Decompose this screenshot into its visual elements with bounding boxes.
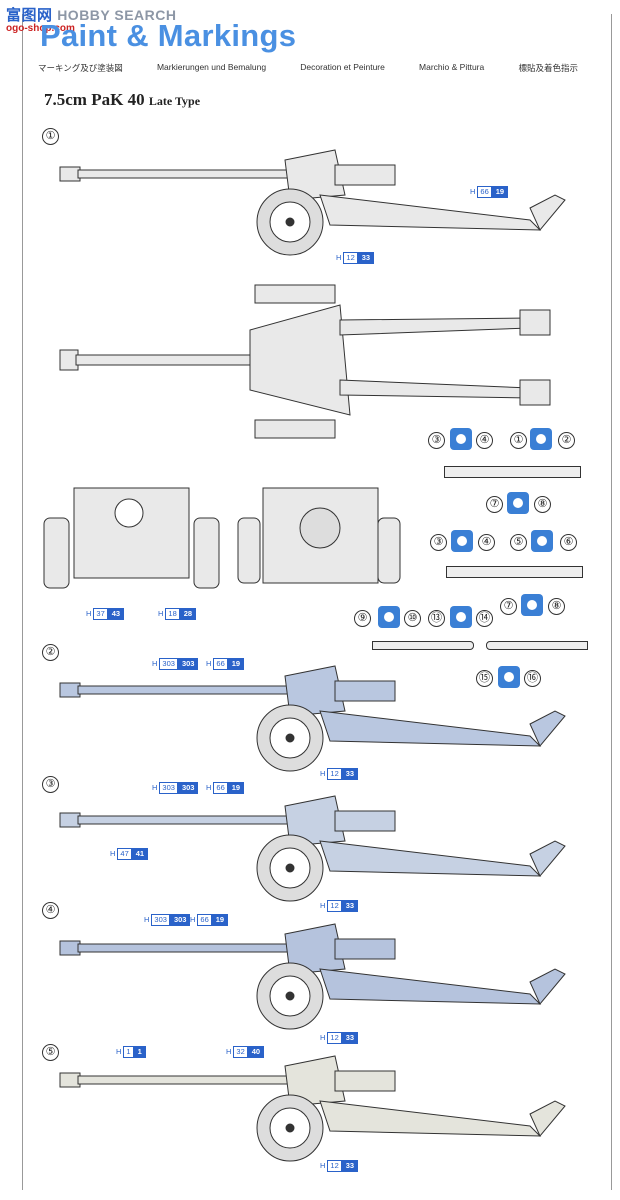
scheme-5-number: ⑤ xyxy=(42,1044,59,1061)
language-row: マーキング及び塗装図 Markierungen und Bemalung Dec… xyxy=(38,62,578,74)
decal-icon xyxy=(521,594,543,616)
decal-number: ⑤ xyxy=(510,534,527,551)
decal-icon xyxy=(530,428,552,450)
watermark-text-a: 富图网 xyxy=(6,7,53,24)
shell-2 xyxy=(486,641,588,650)
gun-silhouette xyxy=(59,923,566,1030)
decal-icon xyxy=(450,428,472,450)
ammo-box-1 xyxy=(444,466,581,478)
gun-silhouette xyxy=(59,665,566,772)
decal-number: ① xyxy=(510,432,527,449)
watermark-site: ogo-shop.com xyxy=(6,23,75,34)
page-title: Paint & Markings xyxy=(40,18,297,53)
decal-icon xyxy=(450,606,472,628)
decal-number: ⑩ xyxy=(404,610,421,627)
decal-number: ④ xyxy=(478,534,495,551)
scheme-3-number: ③ xyxy=(42,776,59,793)
gun-silhouette xyxy=(237,487,401,584)
gun-side-view-2 xyxy=(59,665,566,772)
decal-number: ⑥ xyxy=(560,534,577,551)
decal-number: ⑧ xyxy=(534,496,551,513)
decal-number: ⑧ xyxy=(548,598,565,615)
page-frame xyxy=(22,14,612,1190)
gun-rear-view xyxy=(237,487,401,584)
decal-number: ② xyxy=(558,432,575,449)
gun-silhouette xyxy=(59,149,566,256)
decal-icon xyxy=(451,530,473,552)
decal-number: ⑭ xyxy=(476,610,493,627)
ammo-box-2 xyxy=(446,566,583,578)
model-variant: Late Type xyxy=(148,94,201,108)
lang-de: Markierungen und Bemalung xyxy=(156,62,267,72)
model-subtitle: 7.5cm PaK 40 Late Type xyxy=(44,90,200,110)
gun-side-view-1 xyxy=(59,149,566,256)
decal-icon xyxy=(378,606,400,628)
decal-number: ③ xyxy=(430,534,447,551)
shell-1 xyxy=(372,641,474,650)
decal-number: ⑨ xyxy=(354,610,371,627)
decal-number: ④ xyxy=(476,432,493,449)
decal-number: ⑮ xyxy=(476,670,493,687)
scheme-2-number: ② xyxy=(42,644,59,661)
gun-side-view-4 xyxy=(59,923,566,1030)
decal-icon xyxy=(498,666,520,688)
gun-top-view xyxy=(59,284,551,439)
decal-number: ③ xyxy=(428,432,445,449)
lang-zh: 標貼及着色指示 xyxy=(518,63,578,73)
decal-number: ⑦ xyxy=(500,598,517,615)
gun-silhouette xyxy=(59,1055,566,1162)
watermark-text-b: HOBBY SEARCH xyxy=(57,7,177,23)
decal-number: ⑬ xyxy=(428,610,445,627)
model-name: 7.5cm PaK 40 xyxy=(44,90,145,109)
lang-ja: マーキング及び塗装図 xyxy=(38,63,123,73)
decal-icon xyxy=(531,530,553,552)
gun-silhouette xyxy=(59,795,566,902)
gun-silhouette xyxy=(59,284,551,439)
decal-number: ⑦ xyxy=(486,496,503,513)
decal-icon xyxy=(507,492,529,514)
scheme-4-number: ④ xyxy=(42,902,59,919)
lang-it: Marchio & Pittura xyxy=(419,62,485,72)
gun-side-view-3 xyxy=(59,795,566,902)
gun-front-view xyxy=(43,487,220,589)
watermark: 富图网 HOBBY SEARCH ogo-shop.com xyxy=(6,4,177,34)
gun-side-view-5 xyxy=(59,1055,566,1162)
lang-fr: Decoration et Peinture xyxy=(300,62,385,72)
scheme-1-number: ① xyxy=(42,128,59,145)
decal-number: ⑯ xyxy=(524,670,541,687)
gun-silhouette xyxy=(43,487,220,589)
